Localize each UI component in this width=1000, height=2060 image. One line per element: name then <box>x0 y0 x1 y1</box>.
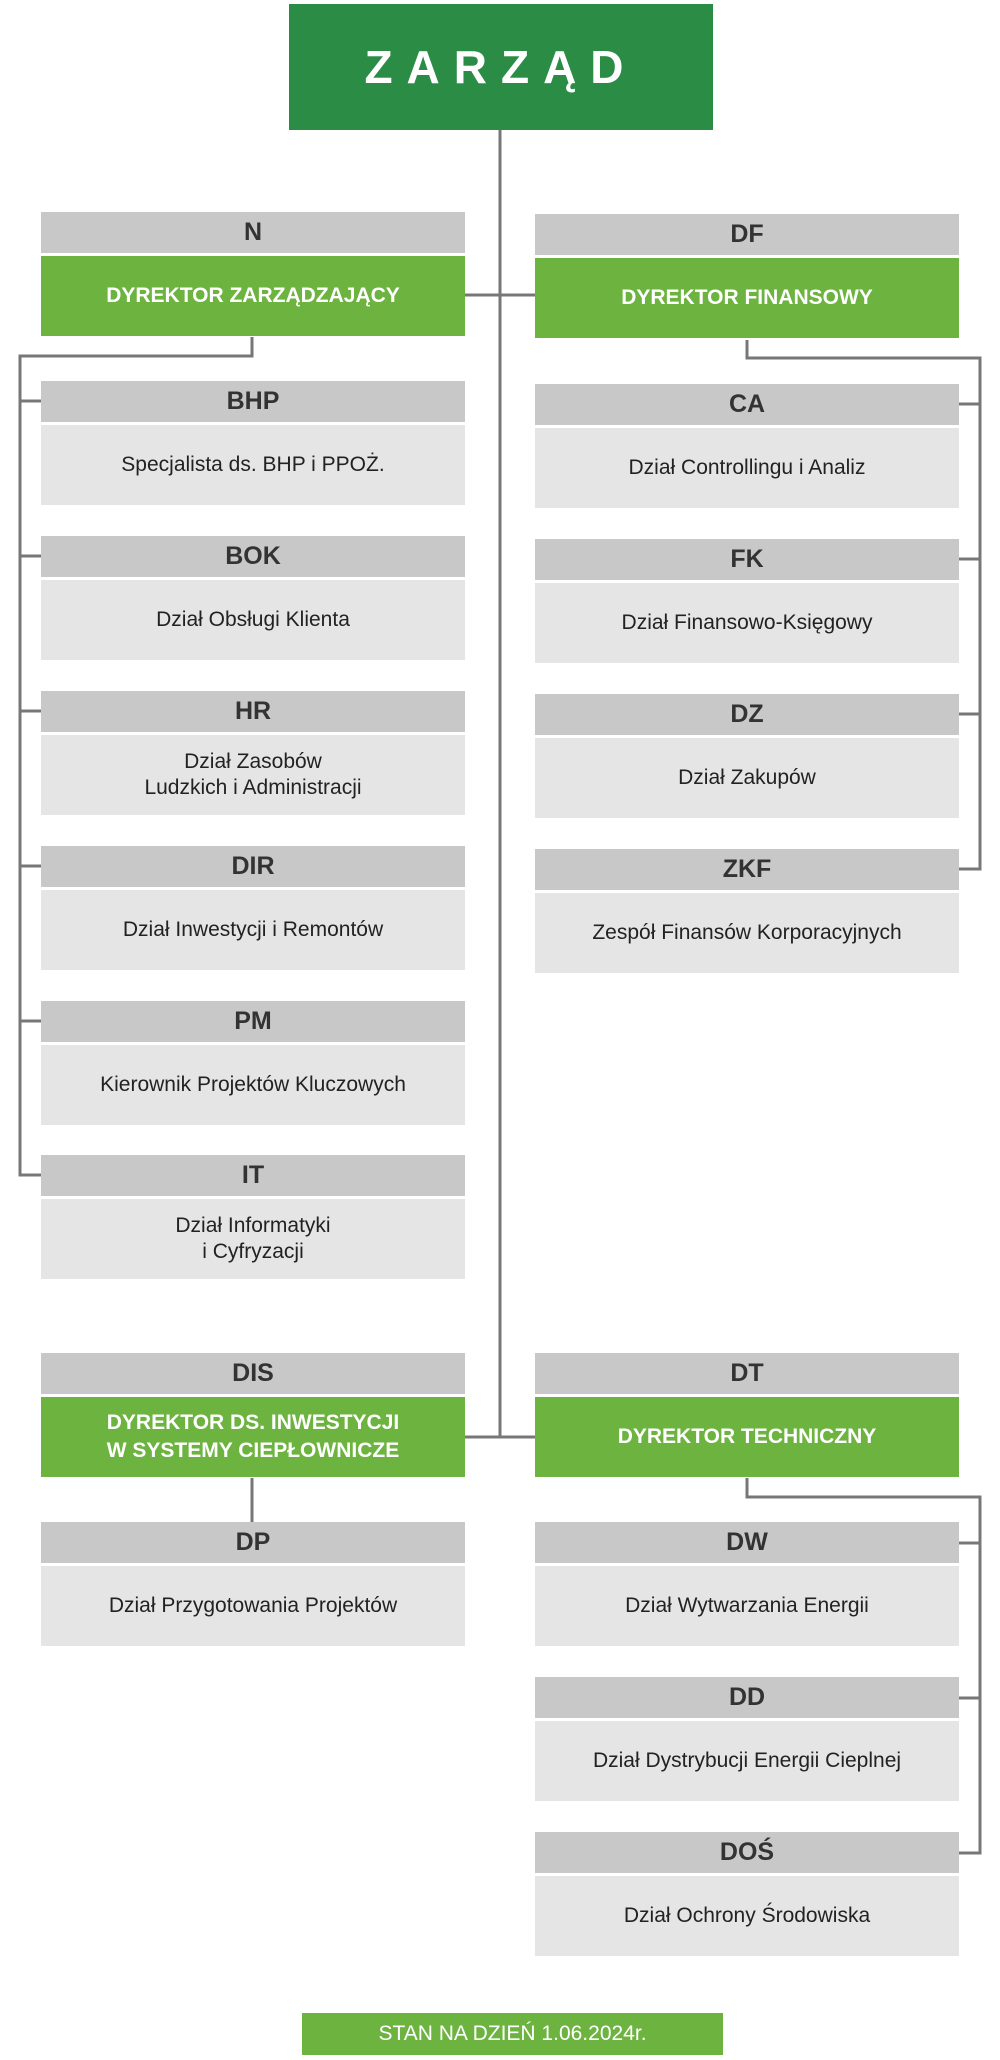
unit-code: IT <box>41 1155 465 1196</box>
director-code: DF <box>535 214 959 255</box>
unit-name: Kierownik Projektów Kluczowych <box>41 1045 465 1125</box>
unit-zkf: ZKF Zespół Finansów Korporacyjnych <box>535 849 959 973</box>
unit-name: Dział Zakupów <box>535 738 959 818</box>
unit-code: DD <box>535 1677 959 1718</box>
unit-name: Dział Controllingu i Analiz <box>535 428 959 508</box>
unit-name: Dział Zasobów Ludzkich i Administracji <box>41 735 465 815</box>
director-dt: DT DYREKTOR TECHNICZNY <box>535 1353 959 1477</box>
director-n: N DYREKTOR ZARZĄDZAJĄCY <box>41 212 465 336</box>
unit-code: DP <box>41 1522 465 1563</box>
director-title: DYREKTOR ZARZĄDZAJĄCY <box>41 256 465 336</box>
unit-code: ZKF <box>535 849 959 890</box>
director-title: DYREKTOR TECHNICZNY <box>535 1397 959 1477</box>
unit-code: FK <box>535 539 959 580</box>
director-title: DYREKTOR DS. INWESTYCJI W SYSTEMY CIEPŁO… <box>41 1397 465 1477</box>
status-date-footer: STAN NA DZIEŃ 1.06.2024r. <box>302 2013 723 2055</box>
unit-code: DZ <box>535 694 959 735</box>
unit-fk: FK Dział Finansowo-Księgowy <box>535 539 959 663</box>
unit-dd: DD Dział Dystrybucji Energii Cieplnej <box>535 1677 959 1801</box>
unit-dos: DOŚ Dział Ochrony Środowiska <box>535 1832 959 1956</box>
director-df: DF DYREKTOR FINANSOWY <box>535 214 959 338</box>
unit-code: HR <box>41 691 465 732</box>
unit-dp: DP Dział Przygotowania Projektów <box>41 1522 465 1646</box>
unit-code: BOK <box>41 536 465 577</box>
director-code: DT <box>535 1353 959 1394</box>
unit-code: CA <box>535 384 959 425</box>
unit-name: Zespół Finansów Korporacyjnych <box>535 893 959 973</box>
director-code: DIS <box>41 1353 465 1394</box>
unit-code: PM <box>41 1001 465 1042</box>
board-title: ZARZĄD <box>364 41 638 93</box>
unit-code: DIR <box>41 846 465 887</box>
unit-name: Dział Przygotowania Projektów <box>41 1566 465 1646</box>
unit-code: BHP <box>41 381 465 422</box>
unit-name: Dział Finansowo-Księgowy <box>535 583 959 663</box>
unit-pm: PM Kierownik Projektów Kluczowych <box>41 1001 465 1125</box>
unit-dir: DIR Dział Inwestycji i Remontów <box>41 846 465 970</box>
unit-name: Dział Obsługi Klienta <box>41 580 465 660</box>
unit-ca: CA Dział Controllingu i Analiz <box>535 384 959 508</box>
unit-name: Dział Wytwarzania Energii <box>535 1566 959 1646</box>
unit-code: DW <box>535 1522 959 1563</box>
unit-hr: HR Dział Zasobów Ludzkich i Administracj… <box>41 691 465 815</box>
board-box: ZARZĄD <box>289 4 713 130</box>
director-code: N <box>41 212 465 253</box>
unit-bhp: BHP Specjalista ds. BHP i PPOŻ. <box>41 381 465 505</box>
unit-bok: BOK Dział Obsługi Klienta <box>41 536 465 660</box>
unit-name: Dział Informatyki i Cyfryzacji <box>41 1199 465 1279</box>
unit-name: Dział Ochrony Środowiska <box>535 1876 959 1956</box>
unit-name: Specjalista ds. BHP i PPOŻ. <box>41 425 465 505</box>
unit-dw: DW Dział Wytwarzania Energii <box>535 1522 959 1646</box>
unit-name: Dział Inwestycji i Remontów <box>41 890 465 970</box>
director-title: DYREKTOR FINANSOWY <box>535 258 959 338</box>
unit-name: Dział Dystrybucji Energii Cieplnej <box>535 1721 959 1801</box>
unit-code: DOŚ <box>535 1832 959 1873</box>
unit-it: IT Dział Informatyki i Cyfryzacji <box>41 1155 465 1279</box>
footer-text: STAN NA DZIEŃ 1.06.2024r. <box>378 2022 647 2045</box>
unit-dz: DZ Dział Zakupów <box>535 694 959 818</box>
director-dis: DIS DYREKTOR DS. INWESTYCJI W SYSTEMY CI… <box>41 1353 465 1477</box>
